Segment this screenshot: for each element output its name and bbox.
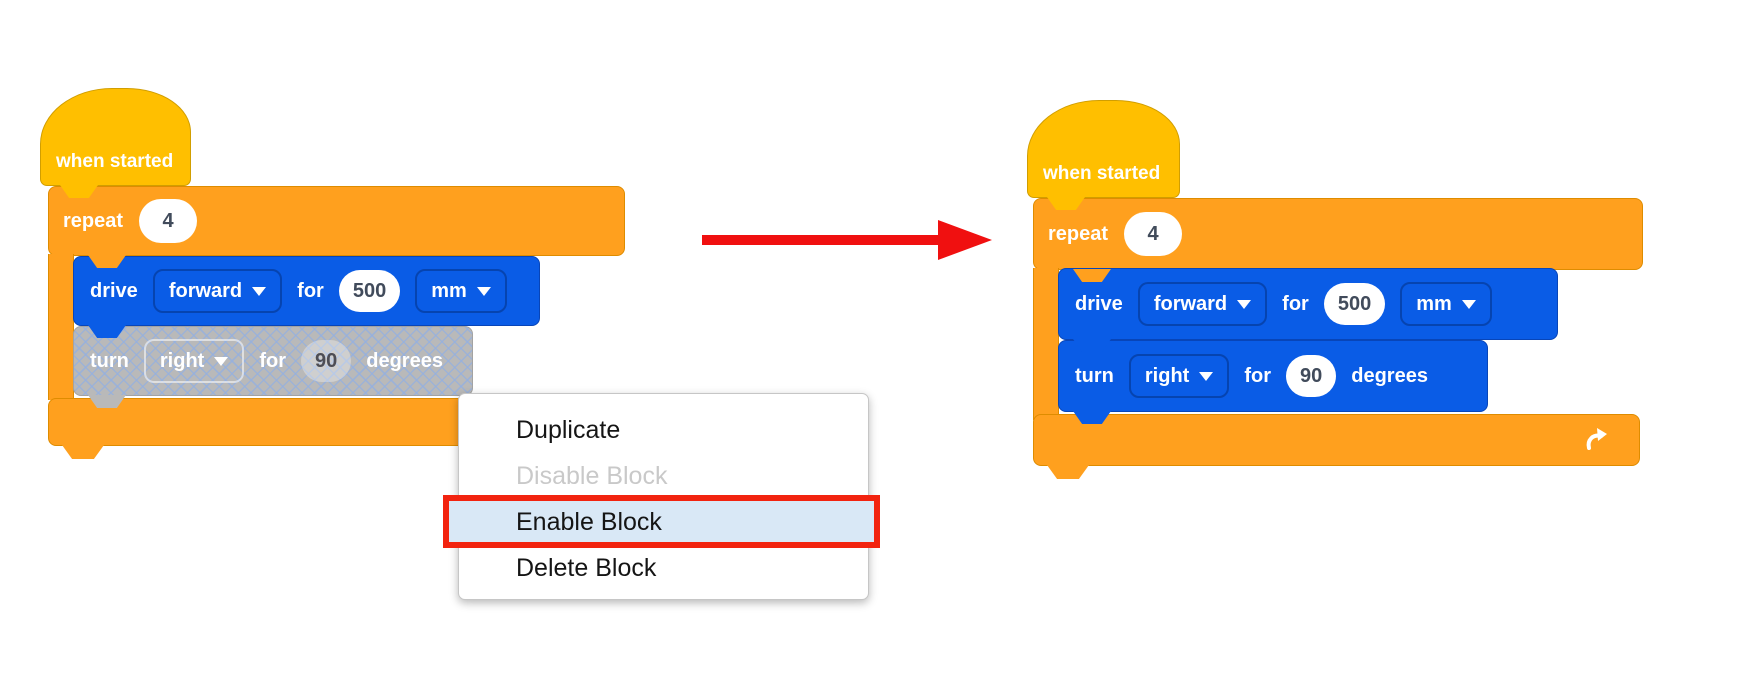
repeat-header-tab [88,255,126,268]
turn-unit-label: degrees [1351,364,1428,387]
drive-distance-input[interactable]: 500 [1323,283,1386,325]
menu-item-label: Duplicate [516,415,621,444]
repeat-count-input[interactable]: 4 [1124,212,1183,256]
hat-bottom-tab [60,185,98,198]
menu-item-enable-block[interactable]: Enable Block [443,495,880,548]
context-menu: Duplicate Disable Block Enable Block Del… [443,393,880,600]
drive-direction-dropdown[interactable]: forward [152,269,283,313]
drive-for-label: for [297,279,324,302]
turn-direction-dropdown[interactable]: right [143,339,245,383]
repeat-footer-bottom-tab [62,445,104,459]
turn-verb-label: turn [90,349,129,372]
repeat-label: repeat [1048,222,1109,245]
drive-distance-input[interactable]: 500 [338,270,401,312]
turn-direction-value: right [159,349,205,372]
hat-label: when started [1043,163,1161,184]
hat-label: when started [56,151,174,172]
dropdown-arrow-icon [214,356,229,366]
dropdown-arrow-icon [1461,299,1476,309]
menu-item-duplicate[interactable]: Duplicate [459,407,868,453]
repeat-count-input[interactable]: 4 [139,199,198,243]
drive-unit-dropdown[interactable]: mm [1400,282,1492,326]
menu-item-label: Delete Block [516,553,657,582]
repeat-label: repeat [63,209,124,232]
dropdown-arrow-icon [252,286,267,296]
drive-verb-label: drive [90,279,138,302]
dropdown-arrow-icon [1199,371,1214,381]
drive-block-tab [88,325,126,338]
red-right-arrow-icon [702,220,992,260]
dropdown-arrow-icon [476,286,491,296]
hat-bottom-tab [1047,197,1085,210]
menu-item-label: Disable Block [516,461,668,490]
menu-item-disable-block: Disable Block [459,453,868,499]
when-started-hat-block[interactable]: when started [40,88,191,186]
turn-angle-input[interactable]: 90 [1286,355,1337,397]
turn-block[interactable]: turn right for 90 degrees [1058,340,1488,412]
turn-block-disabled[interactable]: turn right for 90 degrees [73,326,473,396]
repeat-header-tab [1073,269,1111,282]
menu-item-label: Enable Block [516,507,662,536]
menu-item-delete-block[interactable]: Delete Block [459,545,868,591]
repeat-footer-bottom-tab [1047,465,1089,479]
turn-block-tab [88,395,126,408]
turn-direction-value: right [1144,364,1190,387]
drive-for-label: for [1282,292,1309,315]
repeat-block-header[interactable]: repeat 4 [1033,198,1643,270]
repeat-block-footer[interactable] [1033,414,1640,466]
drive-unit-value: mm [1416,292,1452,315]
when-started-hat-block[interactable]: when started [1027,100,1180,198]
repeat-block-left-column [48,254,74,400]
drive-block[interactable]: drive forward for 500 mm [1058,268,1558,340]
turn-for-label: for [259,349,286,372]
turn-unit-label: degrees [366,349,443,372]
drive-direction-value: forward [1153,292,1228,315]
drive-direction-dropdown[interactable]: forward [1137,282,1268,326]
drive-direction-value: forward [168,279,243,302]
drive-unit-dropdown[interactable]: mm [415,269,507,313]
drive-unit-value: mm [431,279,467,302]
drive-block-tab [1073,339,1111,352]
turn-for-label: for [1244,364,1271,387]
drive-verb-label: drive [1075,292,1123,315]
dropdown-arrow-icon [1237,299,1252,309]
repeat-block-header[interactable]: repeat 4 [48,186,625,256]
repeat-block-left-column [1033,268,1059,420]
turn-block-tab [1073,411,1111,424]
turn-direction-dropdown[interactable]: right [1128,354,1230,398]
repeat-loop-icon [1586,428,1607,450]
turn-verb-label: turn [1075,364,1114,387]
drive-block[interactable]: drive forward for 500 mm [73,256,540,326]
turn-angle-input[interactable]: 90 [301,340,352,382]
